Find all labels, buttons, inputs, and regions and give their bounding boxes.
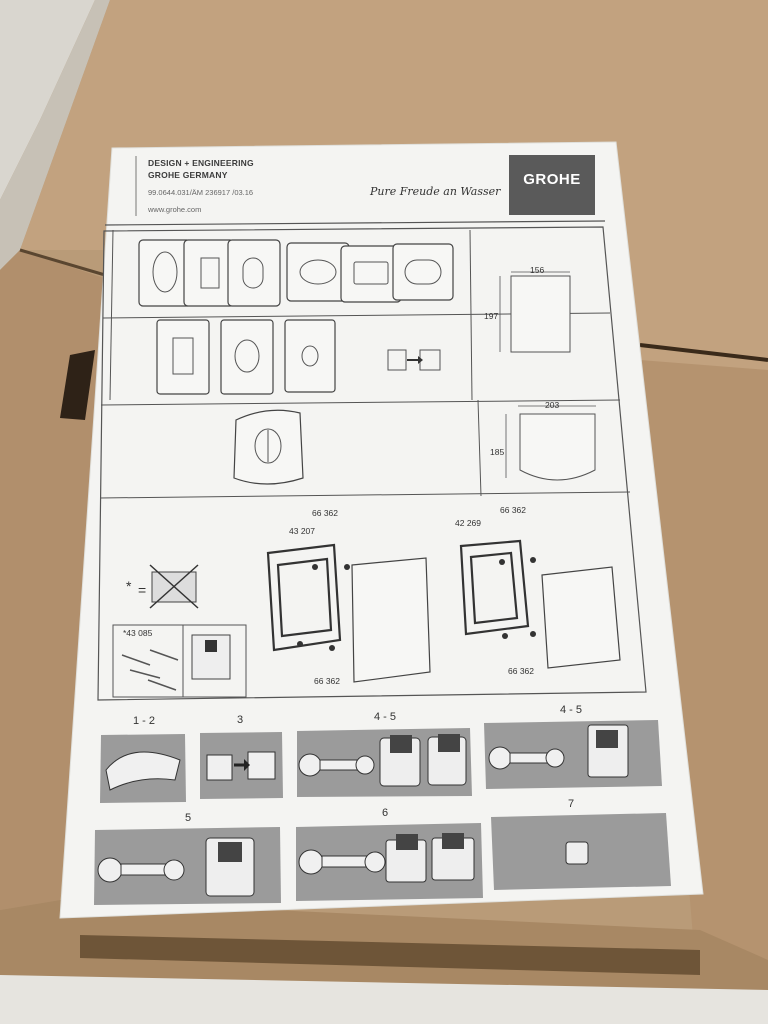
kit-43085: *43 085 (123, 628, 153, 638)
step-label-3: 3 (237, 714, 244, 726)
step-label-7: 7 (568, 798, 575, 810)
equals-mark: = (138, 582, 147, 598)
logo-text: GROHE (523, 171, 581, 188)
step-label-5: 5 (185, 812, 192, 824)
header-line1: DESIGN + ENGINEERING (148, 158, 254, 168)
asterisk-mark: * (126, 578, 132, 594)
website-url: www.grohe.com (148, 205, 202, 214)
step-label-4-5a: 4 - 5 (374, 711, 397, 723)
part-66362-left-top: 66 362 (312, 508, 338, 518)
grohe-logo: GROHE (509, 155, 595, 215)
dimension-height-197: 197 (484, 311, 499, 321)
step-label-6: 6 (382, 807, 389, 819)
dimension-height-185: 185 (490, 447, 505, 457)
part-66362-right-top: 66 362 (500, 505, 526, 515)
step-label-4-5b: 4 - 5 (560, 704, 583, 716)
part-43207: 43 207 (289, 526, 315, 536)
header-line2: GROHE GERMANY (148, 170, 228, 180)
part-66362-left-bottom: 66 362 (314, 676, 340, 686)
part-66362-right-bottom: 66 362 (508, 666, 534, 676)
dimension-width-203: 203 (545, 400, 560, 410)
step-label-1-2: 1 - 2 (133, 715, 156, 727)
document-number: 99.0644.031/ÄM 236917 /03.16 (148, 188, 254, 197)
dimension-width-156: 156 (530, 265, 545, 275)
slogan: Pure Freude an Wasser (370, 185, 501, 198)
part-42269: 42 269 (455, 518, 481, 528)
